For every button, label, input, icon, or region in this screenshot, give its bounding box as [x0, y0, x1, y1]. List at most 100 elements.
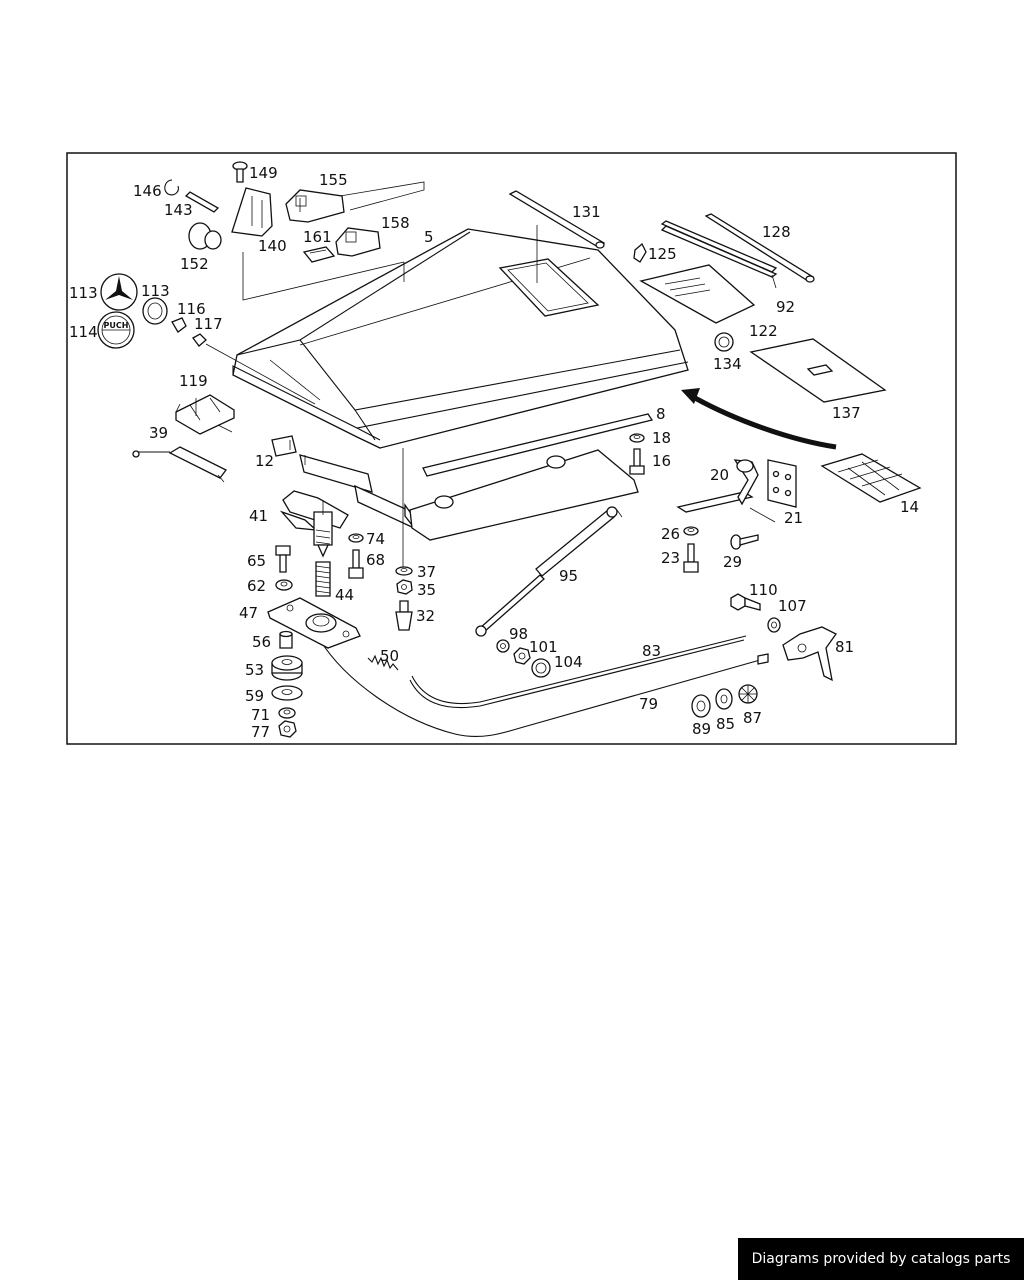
bushing-104[interactable]: [531, 658, 551, 678]
clip-146[interactable]: [164, 179, 179, 196]
sleeve-56[interactable]: [279, 630, 293, 649]
callout-161: 161: [303, 228, 332, 246]
callout-92: 92: [776, 298, 795, 316]
grommet-87[interactable]: [738, 684, 758, 704]
callout-98: 98: [509, 625, 528, 643]
bracket-140[interactable]: [231, 187, 273, 237]
spring-44[interactable]: [315, 561, 331, 597]
callout-50: 50: [380, 647, 399, 665]
nut-101[interactable]: [513, 647, 531, 665]
bolt-65[interactable]: [275, 545, 291, 573]
screw-149[interactable]: [232, 161, 248, 183]
callout-113-right: 113: [141, 282, 170, 300]
mercedes-star-emblem-113[interactable]: [100, 273, 138, 311]
bumper-155[interactable]: [285, 181, 425, 223]
callout-62: 62: [247, 577, 266, 595]
callout-21: 21: [784, 509, 803, 527]
callout-18: 18: [652, 429, 671, 447]
callout-122: 122: [749, 322, 778, 340]
callout-71: 71: [251, 706, 270, 724]
grommet-89[interactable]: [691, 694, 711, 718]
grommet-85[interactable]: [715, 688, 733, 710]
callout-12: 12: [255, 452, 274, 470]
rubber-mount-53[interactable]: [271, 655, 303, 681]
washer-74[interactable]: [348, 533, 364, 543]
attribution-footer: Diagrams provided by catalogs parts: [738, 1238, 1024, 1280]
callout-59: 59: [245, 687, 264, 705]
washer-98[interactable]: [496, 639, 510, 653]
callout-107: 107: [778, 597, 807, 615]
callout-53: 53: [245, 661, 264, 679]
direction-arrow: [681, 388, 837, 450]
lock-bracket-41[interactable]: [279, 490, 349, 558]
emblem-base-113[interactable]: [142, 297, 168, 325]
seal-92[interactable]: [660, 220, 778, 289]
hinge-20[interactable]: [676, 459, 759, 513]
bracket-119[interactable]: [175, 394, 235, 435]
washer-62[interactable]: [275, 579, 293, 591]
lock-base-47[interactable]: [267, 597, 361, 649]
bumper-152[interactable]: [188, 222, 222, 250]
callout-77: 77: [251, 723, 270, 741]
washer-71[interactable]: [278, 707, 296, 719]
gas-strut-95[interactable]: [475, 506, 623, 637]
insulation-panel-137[interactable]: [749, 338, 887, 403]
callout-155: 155: [319, 171, 348, 189]
release-rod-39[interactable]: [132, 446, 227, 483]
weatherstrip-8[interactable]: [422, 413, 654, 477]
puch-emblem-114[interactable]: PUCH: [97, 311, 135, 349]
clip-125[interactable]: [633, 242, 647, 263]
vent-grille-122[interactable]: [639, 264, 756, 324]
callout-87: 87: [743, 709, 762, 727]
seal-128[interactable]: [704, 213, 815, 283]
callout-110: 110: [749, 581, 778, 599]
bolt-23[interactable]: [683, 543, 699, 573]
release-cable-79[interactable]: [319, 639, 769, 737]
spring-50[interactable]: [367, 654, 399, 671]
hood-panel[interactable]: [232, 228, 689, 449]
clip-117[interactable]: [192, 333, 207, 347]
callout-113-left: 113: [69, 284, 98, 302]
callout-143: 143: [164, 201, 193, 219]
hood-rod-131[interactable]: [508, 190, 606, 249]
callout-95: 95: [559, 567, 578, 585]
callout-131: 131: [572, 203, 601, 221]
callout-158: 158: [381, 214, 410, 232]
decal-14[interactable]: [820, 453, 922, 503]
pad-161[interactable]: [302, 246, 336, 263]
buffer-32[interactable]: [395, 600, 413, 631]
nut-77[interactable]: [278, 720, 297, 738]
callout-137: 137: [832, 404, 861, 422]
attribution-text: Diagrams provided by catalogs parts: [751, 1251, 1011, 1267]
pin-143[interactable]: [184, 191, 220, 213]
clip-116[interactable]: [171, 317, 187, 333]
bolt-110[interactable]: [730, 593, 761, 611]
washer-26[interactable]: [683, 526, 699, 536]
callout-5: 5: [424, 228, 434, 246]
nut-35[interactable]: [396, 579, 413, 595]
callout-14: 14: [900, 498, 919, 516]
washer-37[interactable]: [395, 566, 413, 576]
callout-74: 74: [366, 530, 385, 548]
callout-68: 68: [366, 551, 385, 569]
washer-18[interactable]: [629, 433, 645, 443]
callout-104: 104: [554, 653, 583, 671]
washer-59[interactable]: [271, 685, 303, 701]
callout-23: 23: [661, 549, 680, 567]
callout-89: 89: [692, 720, 711, 738]
hinge-plate-21[interactable]: [767, 459, 797, 508]
bumper-158[interactable]: [335, 227, 381, 257]
hood-underpad[interactable]: [409, 449, 639, 541]
bolt-29[interactable]: [730, 534, 759, 550]
bolt-16[interactable]: [629, 448, 645, 475]
plug-134[interactable]: [714, 332, 734, 352]
washer-107[interactable]: [767, 617, 781, 633]
bolt-68[interactable]: [348, 549, 364, 579]
hood-latch-81[interactable]: [782, 626, 837, 682]
leader-line: [242, 252, 405, 301]
callout-83: 83: [642, 642, 661, 660]
release-cable-83[interactable]: [409, 635, 747, 709]
callout-56: 56: [252, 633, 271, 651]
callout-26: 26: [661, 525, 680, 543]
